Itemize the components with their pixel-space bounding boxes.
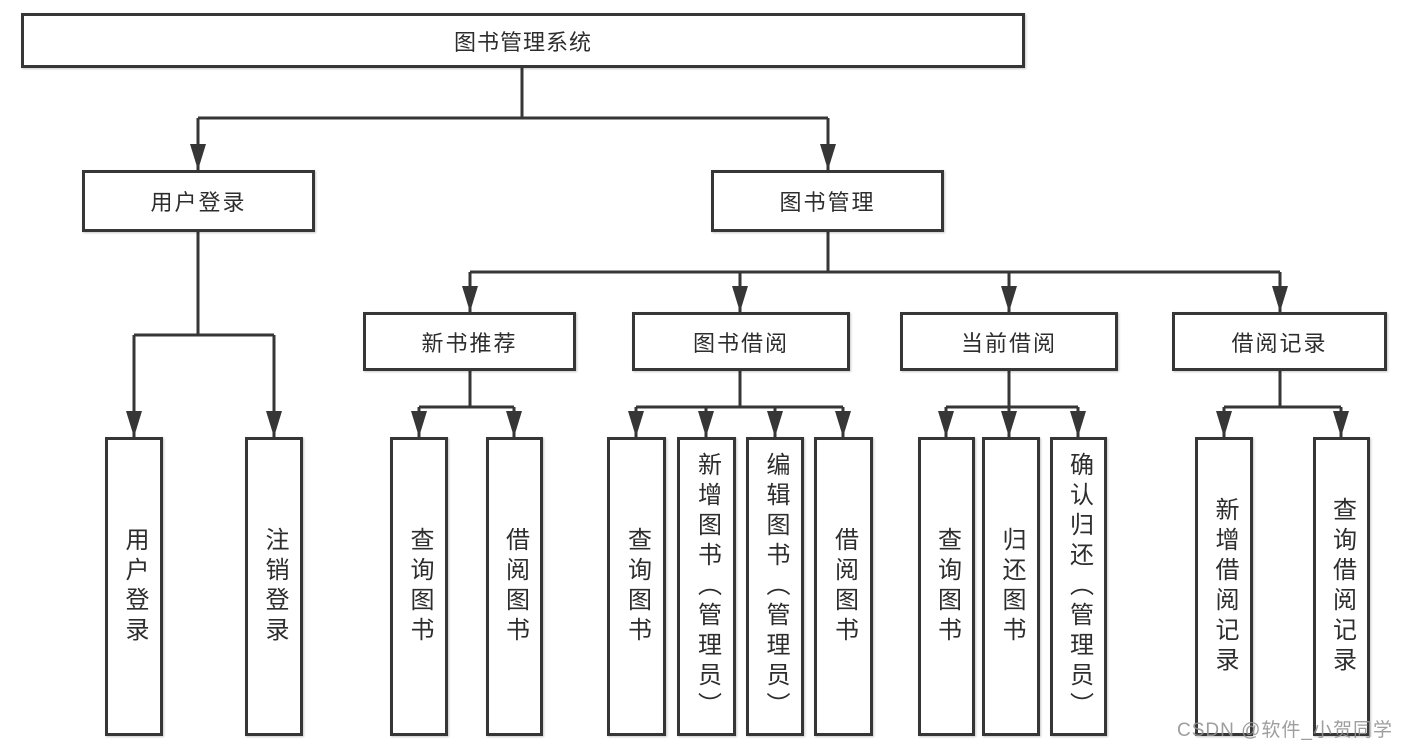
node-user-login: 用户登录 [82,170,315,232]
node-book-management: 图书管理 [711,170,944,232]
leaf-user-login: 用户登录 [105,437,163,736]
leaf-query-book-2: 查询图书 [607,437,666,736]
node-new-book-recommend-label: 新书推荐 [421,330,518,356]
leaf-query-book-1-label: 查询图书 [406,526,433,647]
node-borrow-records-label: 借阅记录 [1231,330,1328,356]
leaf-logout: 注销登录 [245,437,303,736]
leaf-borrow-book-1: 借阅图书 [486,437,543,736]
leaf-edit-book-admin: 编辑图书（管理员） [746,437,804,736]
leaf-query-book-3-label: 查询图书 [933,526,961,647]
node-book-management-label: 图书管理 [779,190,876,215]
node-book-borrow: 图书借阅 [632,312,850,371]
node-root-label: 图书管理系统 [453,29,592,55]
leaf-query-borrow-record: 查询借阅记录 [1313,437,1370,736]
leaf-confirm-return-admin-label: 确认归还（管理员） [1065,451,1093,722]
leaf-logout-label: 注销登录 [261,526,288,647]
leaf-query-borrow-record-label: 查询借阅记录 [1328,496,1356,677]
node-user-login-label: 用户登录 [150,190,247,215]
leaf-borrow-book-1-label: 借阅图书 [501,526,529,647]
leaf-add-book-admin-label: 新增图书（管理员） [693,451,721,722]
leaf-borrow-book-2-label: 借阅图书 [830,526,858,647]
node-current-borrow-label: 当前借阅 [960,330,1057,356]
leaf-edit-book-admin-label: 编辑图书（管理员） [762,451,789,722]
node-root: 图书管理系统 [21,13,1025,68]
leaf-add-borrow-record: 新增借阅记录 [1195,437,1253,736]
watermark: CSDN @软件_小贺同学 [1177,720,1393,741]
node-borrow-records: 借阅记录 [1172,312,1387,371]
node-current-borrow: 当前借阅 [900,312,1118,371]
leaf-add-borrow-record-label: 新增借阅记录 [1211,496,1238,677]
node-book-borrow-label: 图书借阅 [692,330,789,356]
leaf-query-book-1: 查询图书 [390,437,448,736]
leaf-borrow-book-2: 借阅图书 [814,437,873,736]
leaf-confirm-return-admin: 确认归还（管理员） [1050,437,1107,736]
leaf-query-book-2-label: 查询图书 [623,526,651,647]
leaf-query-book-3: 查询图书 [918,437,975,736]
leaf-add-book-admin: 新增图书（管理员） [677,437,736,736]
leaf-return-book: 归还图书 [982,437,1040,736]
leaf-user-login-label: 用户登录 [121,526,148,647]
leaf-return-book-label: 归还图书 [998,526,1025,647]
node-new-book-recommend: 新书推荐 [363,312,576,371]
